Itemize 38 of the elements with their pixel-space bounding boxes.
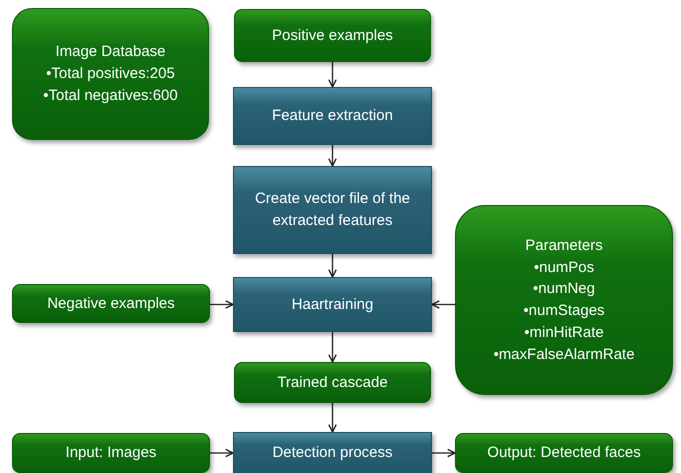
rounded-box xyxy=(234,362,431,403)
arrow xyxy=(210,300,234,309)
box-heading: Image Database xyxy=(54,42,167,62)
bullet-item: •numPos xyxy=(532,258,596,278)
rounded-box xyxy=(234,9,431,62)
box-label: Output: Detected faces xyxy=(486,443,642,464)
box-label: Haartraining xyxy=(290,294,374,315)
box-heading: Parameters xyxy=(524,236,604,256)
box-label: Negative examples xyxy=(46,294,176,314)
arrow xyxy=(328,403,337,433)
arrow xyxy=(328,62,337,88)
process-box xyxy=(233,87,432,145)
bullet-item: •numNeg xyxy=(532,279,596,300)
box-label: Input: Images xyxy=(64,443,158,464)
rounded-box xyxy=(12,8,209,140)
bullet-item: •numStages xyxy=(522,301,606,321)
arrow xyxy=(328,254,337,278)
rounded-box xyxy=(12,284,210,323)
rounded-box xyxy=(455,433,673,473)
arrow xyxy=(328,145,337,167)
box-label: Trained cascade xyxy=(276,372,389,393)
process-box xyxy=(233,432,432,473)
rounded-box xyxy=(455,205,673,395)
bullet-item: •Total positives:205 xyxy=(45,64,176,84)
box-label: Positive examples xyxy=(271,26,394,46)
box-label: Feature extraction xyxy=(271,106,394,126)
arrow xyxy=(432,448,456,458)
process-box xyxy=(233,166,432,254)
bullet-item: •Total negatives:600 xyxy=(42,86,179,106)
arrow xyxy=(210,448,234,458)
process-box xyxy=(233,277,432,332)
box-label: Detection process xyxy=(271,443,394,464)
bullet-item: •minHitRate xyxy=(523,322,605,343)
arrow xyxy=(431,300,455,309)
box-label: Create vector file of the extracted features xyxy=(254,189,412,231)
rounded-box xyxy=(12,433,210,473)
bullet-item: •maxFalseAlarmRate xyxy=(492,344,636,364)
arrow xyxy=(328,332,337,363)
